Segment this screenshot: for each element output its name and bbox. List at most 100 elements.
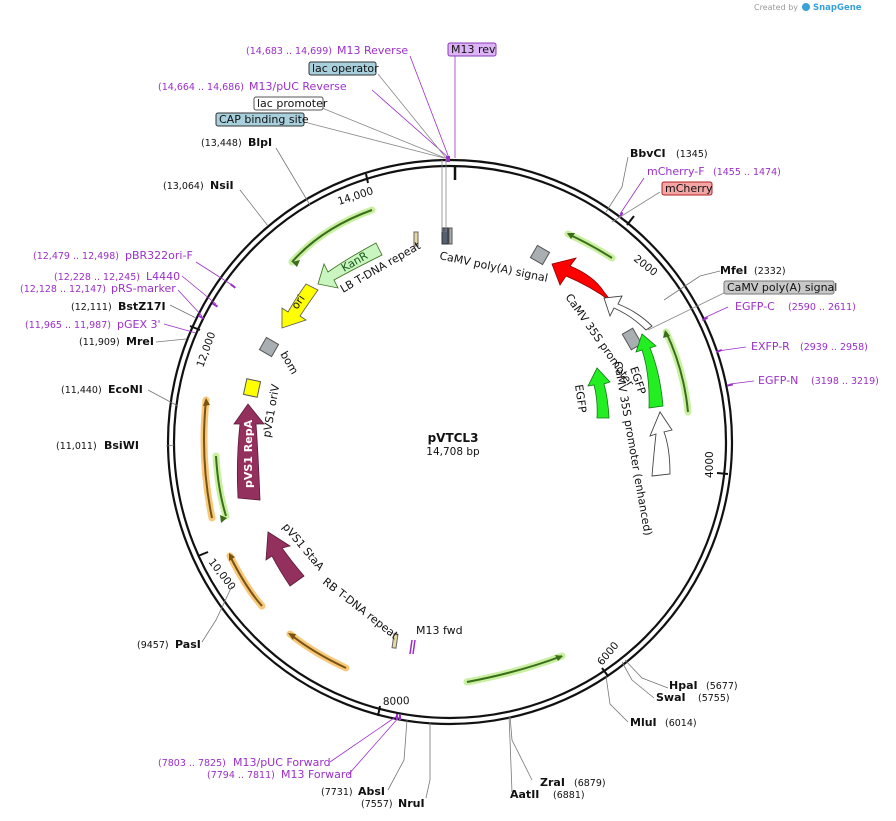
svg-text:lac promoter: lac promoter: [257, 97, 328, 110]
orf-arc-line: [665, 331, 689, 413]
svg-text:AatII: AatII: [510, 788, 539, 801]
enzyme-label-econi[interactable]: EcoNI (11,440): [61, 383, 143, 396]
svg-text:BbvCI: BbvCI: [630, 147, 666, 160]
backbone-inner-ring: [172, 164, 728, 720]
enzyme-label-zrai[interactable]: ZraI (6879): [540, 776, 606, 789]
orf-arc-line: [203, 399, 213, 519]
label-camv-35s-enhanced: CaMV 35S promoter (enhanced): [611, 360, 654, 536]
enzyme-label-mfei[interactable]: MfeI (2332): [720, 264, 786, 277]
boxed-label-lac-operator[interactable]: lac operator: [308, 61, 379, 76]
primer-label-m13-forward[interactable]: M13 Forward (7794 .. 7811): [207, 768, 352, 781]
primer-label-m13-puc-forward[interactable]: M13/pUC Forward (7803 .. 7825): [158, 756, 331, 769]
label-pvs1-oriv: pVS1 oriV: [260, 383, 282, 439]
boxed-label-cap-binding-site[interactable]: CAP binding site: [215, 112, 309, 127]
enzyme-label-pasi[interactable]: PasI (9457): [137, 638, 201, 651]
feature-egfp-arrow-right[interactable]: [635, 333, 664, 409]
feature-kanr-arrow[interactable]: [317, 242, 383, 289]
svg-text:PasI: PasI: [175, 638, 201, 651]
primer-label-egfp-n[interactable]: EGFP-N (3198 .. 3219): [758, 374, 879, 387]
enzyme-label-aatii[interactable]: AatII (6881): [510, 788, 585, 801]
svg-text:(2939 .. 2958): (2939 .. 2958): [800, 342, 868, 353]
enzyme-label-mrei[interactable]: MreI (11,909): [79, 335, 154, 348]
svg-text:(12,111): (12,111): [71, 302, 112, 313]
primer-label-prs-marker[interactable]: pRS-marker (12,128 .. 12,147): [20, 282, 176, 295]
feature-pvs1-repa-arrow[interactable]: [233, 403, 265, 501]
svg-text:(7731): (7731): [321, 787, 353, 798]
primer-label-exfp-r[interactable]: EXFP-R (2939 .. 2958): [751, 340, 868, 353]
enzyme-label-bsiwi[interactable]: BsiWI (11,011): [56, 439, 139, 452]
enzyme-label-mlui[interactable]: MluI (6014): [630, 716, 697, 729]
feature-mcherry-arrow[interactable]: [551, 257, 613, 303]
svg-text:(11,011): (11,011): [56, 441, 97, 452]
svg-text:(12,479 .. 12,498): (12,479 .. 12,498): [33, 251, 119, 262]
boxed-label-camv-polya[interactable]: CaMV poly(A) signal: [723, 280, 837, 295]
svg-text:(1345): (1345): [676, 149, 708, 160]
feature-bom-box[interactable]: [258, 336, 280, 358]
enzyme-label-bbvci[interactable]: BbvCI (1345): [630, 147, 708, 160]
svg-text:SwaI: SwaI: [656, 691, 686, 704]
orf-arrowhead: [567, 233, 575, 239]
snapgene-logo-icon: [802, 3, 810, 11]
feature-camv-35s-enhanced-arrow[interactable]: [649, 411, 673, 477]
scale-ticks: [189, 167, 729, 717]
svg-text:MluI: MluI: [630, 716, 657, 729]
svg-text:(2590 .. 2611): (2590 .. 2611): [788, 302, 856, 313]
feature-top-box[interactable]: [441, 227, 449, 245]
svg-text:(7803 .. 7825): (7803 .. 7825): [158, 758, 226, 769]
enzyme-label-absi[interactable]: AbsI (7731): [321, 785, 385, 798]
orf-arc[interactable]: [463, 652, 566, 686]
feature-egfp-arrow-left[interactable]: [587, 367, 611, 419]
feature-top-box-small[interactable]: [448, 227, 453, 245]
feature-camv-polya-top[interactable]: [529, 244, 551, 266]
enzyme-label-bstz17i[interactable]: BstZ17I (12,111): [71, 300, 166, 313]
feature-lb-tdna-repeat[interactable]: [413, 231, 419, 247]
feature-small-gray-box[interactable]: [621, 327, 643, 351]
primer-label-m13-reverse[interactable]: M13 Reverse (14,683 .. 14,699): [246, 44, 408, 57]
credit-prefix: Created by: [754, 3, 798, 12]
svg-text:pGEX 3': pGEX 3': [117, 318, 161, 331]
boxed-label-lac-promoter[interactable]: lac promoter: [253, 96, 328, 111]
tick-label-6000: 6000: [595, 640, 621, 668]
svg-text:HpaI: HpaI: [669, 679, 698, 692]
enzyme-label-nrui[interactable]: NruI (7557): [361, 797, 425, 810]
feature-rb-tdna-repeat[interactable]: [391, 633, 399, 649]
boxed-label-m13-rev[interactable]: M13 rev: [447, 42, 497, 57]
tick-label-8000: 8000: [383, 695, 410, 708]
svg-text:NsiI: NsiI: [210, 179, 234, 192]
feature-pvs1-oriv-box[interactable]: [242, 378, 262, 398]
svg-text:(12,128 .. 12,147): (12,128 .. 12,147): [20, 284, 106, 295]
primer-label-pgex-3[interactable]: pGEX 3' (11,965 .. 11,987): [25, 318, 161, 331]
svg-text:AbsI: AbsI: [358, 785, 385, 798]
svg-text:lac operator: lac operator: [312, 62, 379, 75]
primer-label-l4440[interactable]: L4440 (12,228 .. 12,245): [54, 270, 180, 283]
primer-label-m13-puc-reverse[interactable]: M13/pUC Reverse (14,664 .. 14,686): [158, 80, 347, 93]
svg-text:CaMV poly(A) signal: CaMV poly(A) signal: [727, 281, 837, 294]
svg-text:(13,448): (13,448): [201, 138, 242, 149]
feature-ori-arrow[interactable]: [281, 283, 319, 329]
feature-m13-fwd-tick[interactable]: [409, 639, 413, 655]
orf-arrowhead: [555, 655, 563, 661]
orf-arc-line: [567, 233, 613, 259]
enzyme-label-nsii[interactable]: NsiI (13,064): [163, 179, 234, 192]
feature-pvs1-staa-arrow[interactable]: [265, 531, 305, 587]
label-egfp-left: EGFP: [572, 384, 589, 414]
svg-text:(7794 .. 7811): (7794 .. 7811): [207, 770, 275, 781]
orf-arrowhead: [288, 633, 296, 640]
feature-m13-fwd-tick-2[interactable]: [412, 639, 416, 655]
svg-text:(9457): (9457): [137, 640, 169, 651]
primer-label-egfp-c[interactable]: EGFP-C (2590 .. 2611): [735, 300, 856, 313]
svg-text:EGFP-C: EGFP-C: [735, 300, 775, 313]
svg-text:BstZ17I: BstZ17I: [118, 300, 166, 313]
enzyme-label-swai[interactable]: SwaI (5755): [656, 691, 730, 704]
enzyme-label-hpai[interactable]: HpaI (5677): [669, 679, 738, 692]
feature-camv-35s-promoter-arrow[interactable]: [603, 295, 653, 331]
primer-label-pbr322ori-f[interactable]: pBR322ori-F (12,479 .. 12,498): [33, 249, 193, 262]
svg-text:MfeI: MfeI: [720, 264, 747, 277]
primer-label-mcherry-f[interactable]: mCherry-F (1455 .. 1474): [647, 165, 781, 178]
boxed-label-mcherry[interactable]: mCherry: [661, 181, 713, 196]
credit-brand[interactable]: SnapGene: [813, 3, 862, 13]
enzyme-label-blpi[interactable]: BlpI (13,448): [201, 136, 272, 149]
svg-text:EXFP-R: EXFP-R: [751, 340, 790, 353]
orf-arc[interactable]: [662, 328, 692, 416]
